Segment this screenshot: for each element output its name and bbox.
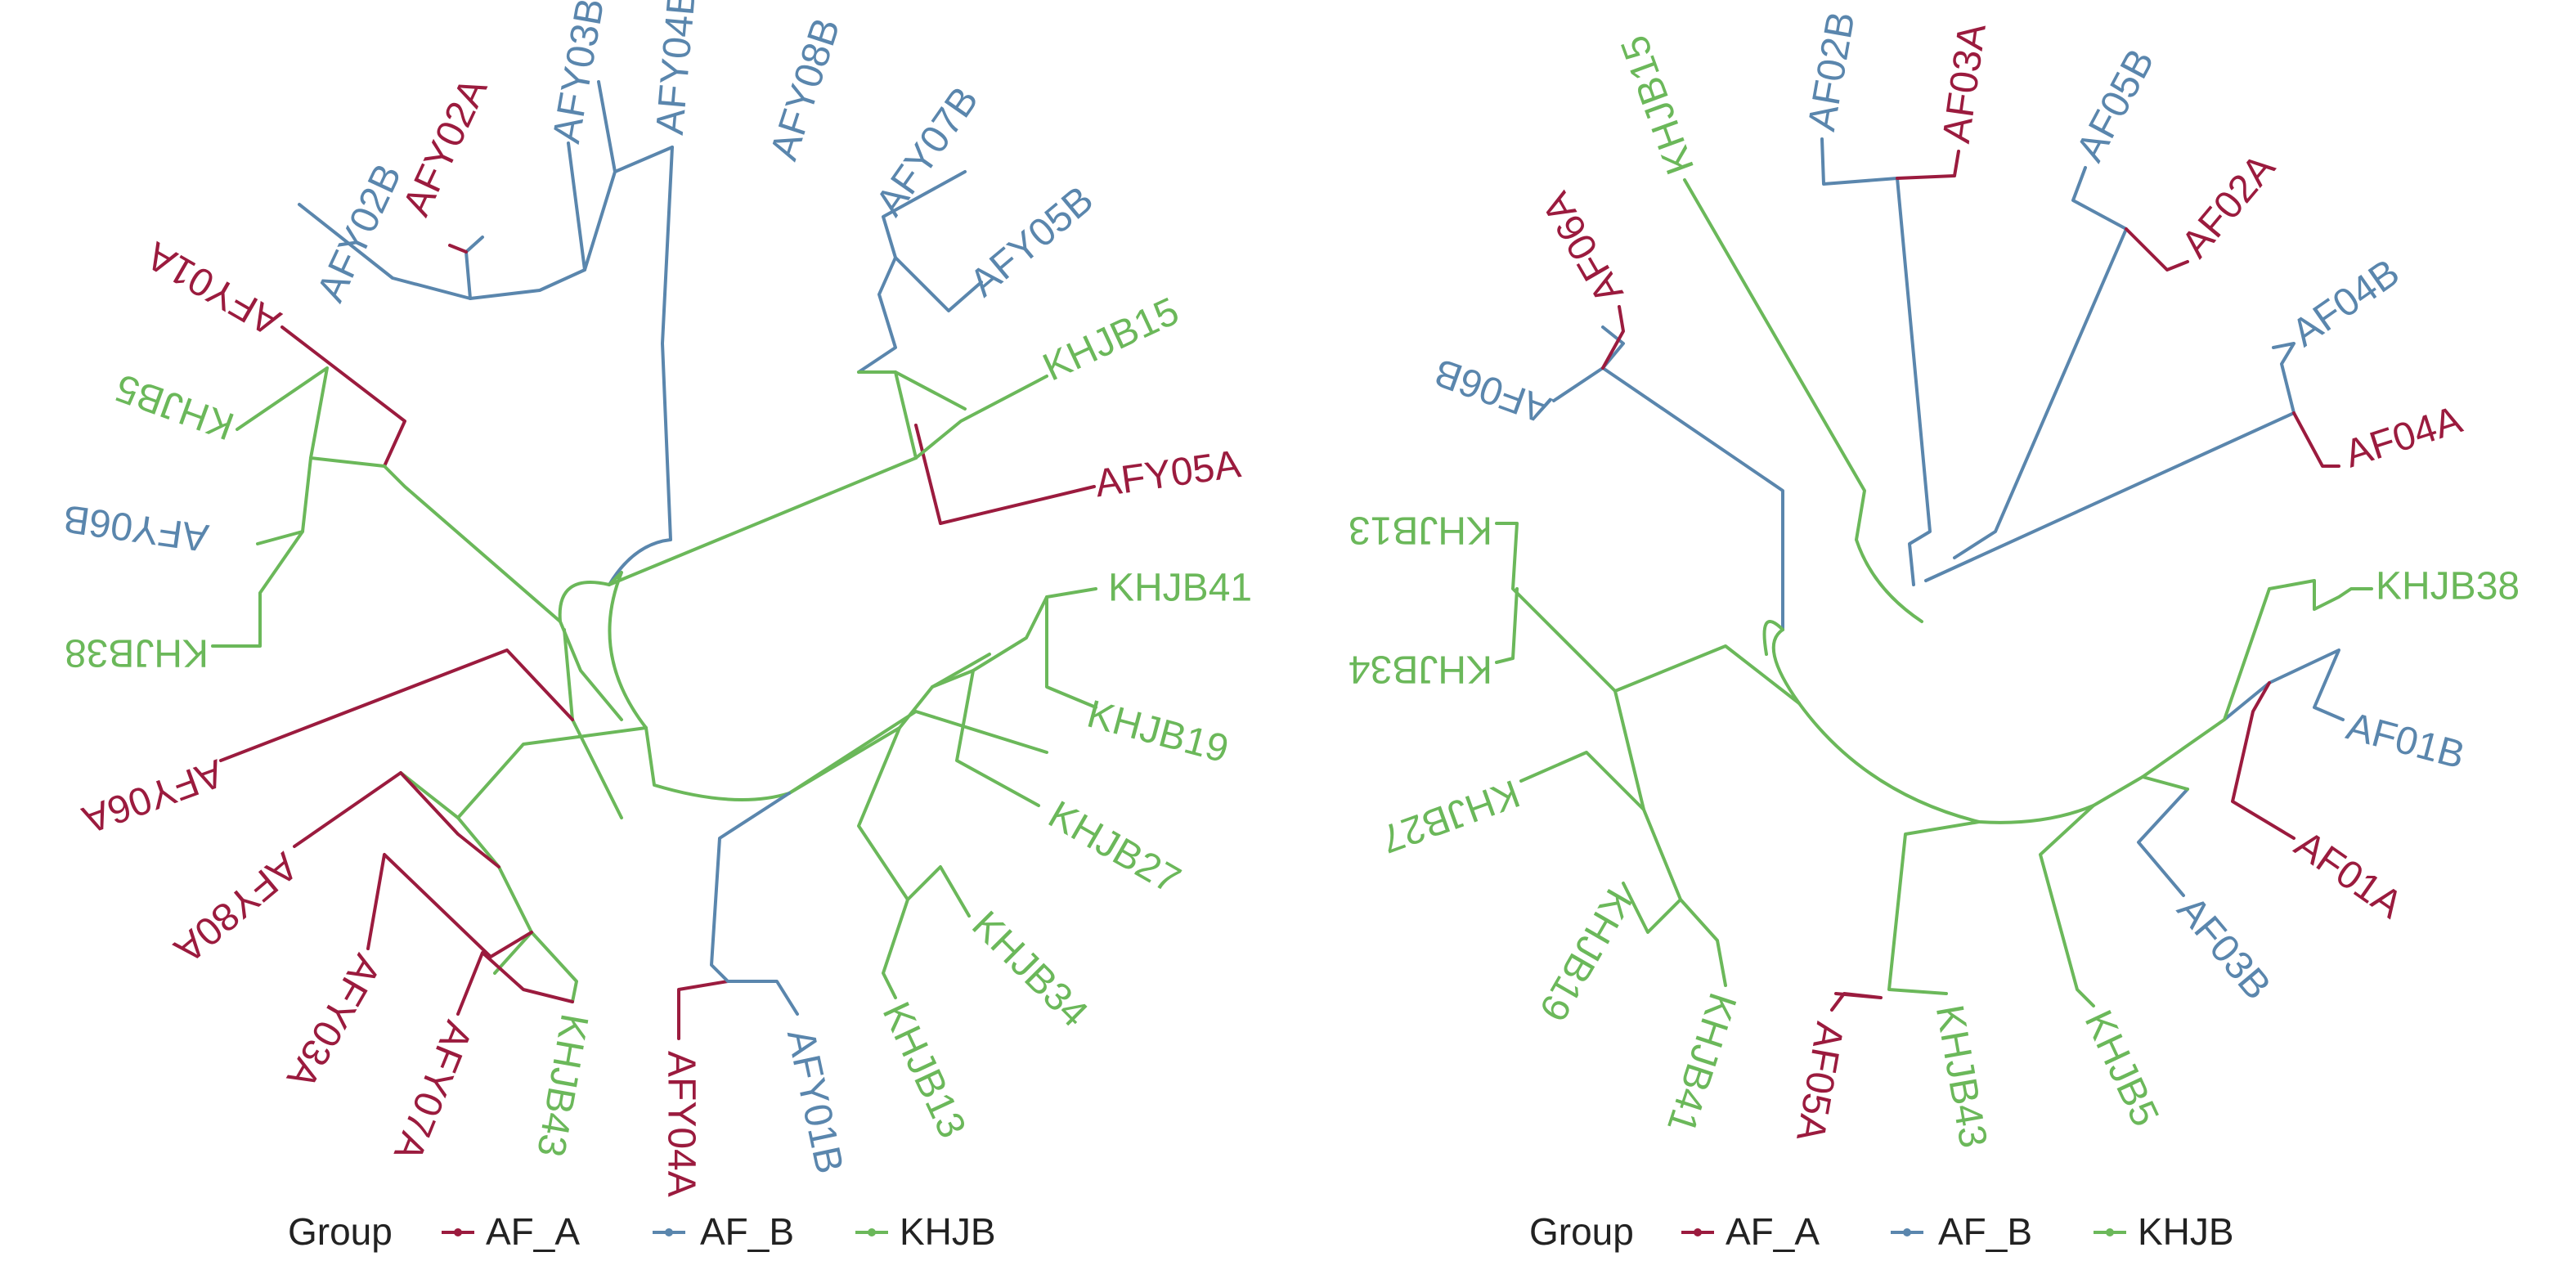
legend-swatch-dot: [868, 1228, 876, 1236]
tip-label-khjb34: KHJB34: [1349, 647, 1492, 690]
clade-af-upper-red: [1601, 150, 2340, 1012]
clade-afb-upper: [298, 80, 983, 586]
legend-swatch-dot: [665, 1228, 673, 1236]
tip-label-khjb43: KHJB43: [1928, 1002, 1995, 1151]
clade-khjb-trunk: [211, 366, 1097, 1003]
tip-label-af01b: AF01B: [2342, 705, 2469, 778]
tip-label-afy01a: AFY01A: [140, 233, 288, 343]
tip-label-afy01b: AFY01B: [779, 1025, 851, 1178]
tip-label-khjb19: KHJB19: [1083, 693, 1233, 772]
tip-label-khjb15: KHJB15: [1037, 289, 1186, 389]
tip-label-af01a: AF01A: [2287, 823, 2410, 927]
legend-swatch-dot: [1694, 1228, 1702, 1236]
tip-label-khjb19: KHJB19: [1530, 882, 1640, 1028]
clade-afa-lower: [219, 648, 729, 1040]
tip-label-afy03b: AFY03B: [545, 0, 613, 146]
tip-label-afy07a: AFY07A: [385, 1015, 480, 1167]
tip-label-afy05a: AFY05A: [1093, 442, 1243, 505]
clade-af-upper: [1552, 137, 2345, 897]
tip-label-afy80a: AFY80A: [166, 844, 306, 972]
legend-label: AF_B: [1938, 1210, 2032, 1253]
legend-swatch-dot: [1903, 1228, 1911, 1236]
legend-right: Group AF_A AF_B KHJB: [1529, 1210, 2234, 1253]
tip-label-khjb27: KHJB27: [1375, 771, 1525, 861]
tip-label-khjb27: KHJB27: [1041, 793, 1187, 903]
legend-label: AF_A: [1726, 1210, 1820, 1253]
tip-label-khjb34: KHJB34: [963, 903, 1096, 1035]
tip-label-khjb38: KHJB38: [65, 631, 209, 674]
tip-label-khjb38: KHJB38: [2376, 565, 2520, 608]
tip-label-af05a: AF05A: [1788, 1019, 1851, 1145]
legend-title: Group: [1529, 1210, 1634, 1253]
tip-label-khjb15: KHJB15: [1613, 29, 1703, 180]
tip-label-afy04b: AFY04B: [648, 0, 704, 137]
tip-label-khjb13: KHJB13: [1349, 508, 1492, 551]
tree-left: [211, 80, 1097, 1040]
clade-afa-upper: [280, 244, 1096, 525]
tip-label-khjb43: KHJB43: [528, 1011, 596, 1160]
tip-label-khjb41: KHJB41: [1658, 988, 1744, 1138]
legend-label: KHJB: [2138, 1210, 2234, 1253]
tip-label-af02b: AF02B: [1800, 8, 1864, 134]
tip-label-afy02b: AFY02B: [309, 158, 411, 308]
tip-label-af06a: AF06A: [1534, 185, 1631, 311]
legend-label: AF_A: [486, 1210, 580, 1253]
legend-left: Group AF_A AF_B KHJB: [288, 1210, 996, 1253]
tip-label-afy05b: AFY05B: [962, 178, 1102, 306]
tip-label-af02a: AF02A: [2174, 146, 2284, 266]
tree-right: [1495, 137, 2373, 1012]
legend-swatch-dot: [454, 1228, 462, 1236]
legend-item-af-a: AF_A: [442, 1210, 580, 1253]
tip-label-afy02a: AFY02A: [395, 72, 496, 222]
tip-label-khjb13: KHJB13: [874, 996, 974, 1145]
tip-label-af04b: AF04B: [2284, 251, 2408, 356]
legend-item-af-b: AF_B: [1891, 1210, 2032, 1253]
legend-label: KHJB: [900, 1210, 996, 1253]
tip-label-af03b: AF03B: [2169, 888, 2279, 1007]
tip-label-afy04a: AFY04A: [659, 1051, 702, 1197]
tip-label-afy07b: AFY07B: [868, 79, 987, 224]
tip-label-khjb5: KHJB5: [2076, 1004, 2167, 1133]
legend-swatch-dot: [2106, 1228, 2114, 1236]
tip-label-afy06a: AFY06A: [77, 751, 229, 841]
tip-label-afy03a: AFY03A: [278, 947, 388, 1095]
legend-item-khjb: KHJB: [2094, 1210, 2234, 1253]
legend-item-khjb: KHJB: [855, 1210, 996, 1253]
tip-label-af04a: AF04A: [2340, 398, 2467, 477]
tip-label-af03a: AF03A: [1935, 21, 1995, 146]
clade-khjb: [1495, 178, 2373, 1007]
tip-label-khjb5: KHJB5: [110, 366, 240, 448]
tip-label-afy06b: AFY06B: [61, 496, 211, 559]
legend-title: Group: [288, 1210, 393, 1253]
tip-label-khjb41: KHJB41: [1108, 567, 1252, 610]
tip-label-af06b: AF06B: [1429, 350, 1556, 432]
clade-afb-lower: [710, 792, 799, 1016]
legend-item-af-b: AF_B: [653, 1210, 794, 1253]
legend-item-af-a: AF_A: [1681, 1210, 1820, 1253]
tip-label-af05b: AF05B: [2068, 43, 2163, 168]
tip-label-afy08b: AFY08B: [762, 13, 849, 165]
legend-label: AF_B: [700, 1210, 794, 1253]
